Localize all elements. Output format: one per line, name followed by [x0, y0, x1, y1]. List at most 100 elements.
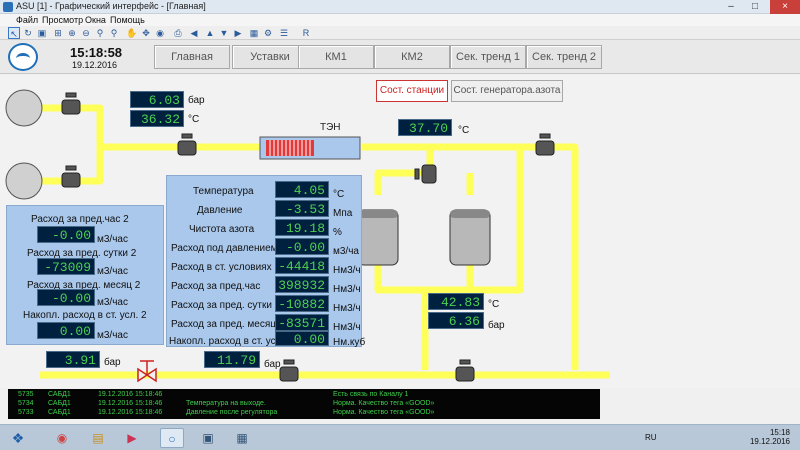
flow2-value-3: 0.00 — [37, 322, 95, 339]
start-icon[interactable]: ❖ — [11, 430, 25, 446]
nav-main-button[interactable]: Главная — [154, 45, 230, 69]
flow2-label-0: Расход за пред.час 2 — [31, 214, 129, 225]
zoom-in-icon[interactable]: ⊕ — [68, 28, 76, 38]
param-value-2: 19.18 — [275, 219, 329, 236]
flow2-value-2: -0.00 — [37, 289, 95, 306]
menu-file[interactable]: Файл — [16, 15, 39, 25]
param-value-1: -3.53 — [275, 200, 329, 217]
valve-6-icon — [279, 359, 299, 382]
close-icon[interactable]: × — [770, 0, 800, 14]
tray-clock[interactable]: 15:18 19.12.2016 — [750, 428, 790, 446]
param-value-3: -0.00 — [275, 238, 329, 255]
param-label-2: Чистота азота — [189, 224, 255, 235]
valve-5-icon — [414, 164, 437, 184]
pipe-to-tanks — [374, 147, 434, 195]
pointer-icon[interactable]: ↖ — [8, 27, 20, 39]
layout-icon[interactable]: ▦ — [249, 28, 259, 38]
hand-icon[interactable]: ✋ — [126, 28, 138, 38]
param-label-5: Расход за пред.час — [171, 281, 261, 292]
forward-icon[interactable]: ▶ — [234, 28, 242, 38]
network-app-icon[interactable]: ▦ — [236, 431, 248, 445]
tab-station-state[interactable]: Сост. станции — [376, 80, 448, 102]
menu-help[interactable]: Помощь — [110, 15, 145, 25]
nav-trend2-button[interactable]: Сек. тренд 2 — [526, 45, 602, 69]
zoom-reset-icon[interactable]: ⚲ — [110, 28, 118, 38]
chrome-icon[interactable]: ◉ — [56, 431, 68, 445]
list-icon[interactable]: ☰ — [279, 28, 289, 38]
tab-generator-state[interactable]: Сост. генератора.азота — [451, 80, 563, 102]
param-unit-8: Нм.куб — [333, 337, 366, 348]
param-label-1: Давление — [197, 205, 243, 216]
log-row[interactable]: 5733 САБД1 19.12.2016 15:18:46 Давление … — [18, 409, 435, 416]
valve-4-icon — [535, 133, 555, 156]
pan-icon[interactable]: ✥ — [142, 28, 150, 38]
compressor-1-icon — [5, 89, 43, 127]
inlet-temperature-value: 36.32 — [130, 110, 184, 127]
param-unit-6: Нм3/ч — [333, 303, 361, 314]
nav-setpoints-button[interactable]: Уставки — [232, 45, 308, 69]
valve-7-icon — [455, 359, 475, 382]
param-value-5: 398932 — [275, 276, 329, 293]
report-icon[interactable]: R — [302, 28, 310, 38]
maximize-icon[interactable]: □ — [751, 1, 759, 12]
camera-icon[interactable]: ◉ — [156, 28, 164, 38]
param-value-0: 4.05 — [275, 181, 329, 198]
zoom-out-icon[interactable]: ⊖ — [82, 28, 90, 38]
menu-view[interactable]: Просмотр — [42, 15, 84, 25]
flow2-unit-2: м3/час — [97, 297, 128, 308]
flow2-label-3: Накопл. расход в ст. усл. 2 — [23, 310, 147, 321]
refresh-icon[interactable]: ↻ — [24, 28, 32, 38]
log-row[interactable]: 5734 САБД1 19.12.2016 15:18:46 Температу… — [18, 400, 435, 407]
tray-time: 15:18 — [769, 428, 790, 437]
inlet-pressure-unit: бар — [188, 95, 205, 106]
heater-temperature-unit: °С — [458, 125, 470, 136]
tank-out-temperature-unit: °С — [488, 299, 500, 310]
company-logo — [8, 43, 38, 71]
tool-icon[interactable]: ▣ — [202, 431, 214, 445]
settings-icon[interactable]: ⚙ — [263, 28, 273, 38]
flow2-value-1: -73009 — [37, 258, 95, 275]
valve-2-icon — [61, 165, 81, 188]
tank-1-icon — [357, 209, 399, 266]
asu-app-icon[interactable]: ○ — [160, 428, 184, 448]
param-label-3: Расход под давлением — [171, 243, 278, 254]
nav-km1-button[interactable]: КМ1 — [298, 45, 374, 69]
zoom-icon[interactable]: ⚲ — [96, 28, 104, 38]
event-log: 5735 САБД1 19.12.2016 15:18:46 Есть связ… — [8, 389, 600, 419]
pipe-compressor-2 — [36, 147, 104, 185]
tank-2-icon — [449, 209, 491, 266]
param-unit-3: м3/ча — [333, 246, 359, 257]
media-icon[interactable]: ▶ — [127, 431, 137, 445]
flow2-value-0: -0.00 — [37, 226, 95, 243]
down-icon[interactable]: ▼ — [219, 28, 229, 38]
menu-windows[interactable]: Окна — [85, 15, 106, 25]
nav-km2-button[interactable]: КМ2 — [374, 45, 450, 69]
outlet-pressure-value: 11.79 — [204, 351, 260, 368]
nav-trend1-button[interactable]: Сек. тренд 1 — [450, 45, 526, 69]
heater-label: ТЭН — [320, 122, 341, 133]
param-label-6: Расход за пред. сутки — [171, 300, 272, 311]
param-unit-0: °С — [333, 189, 345, 200]
toolbar: ↖ ↻ ▣ ⊞ ⊕ ⊖ ⚲ ⚲ ✋ ✥ ◉ ⎙ ◀ ▲ ▼ ▶ ▦ ⚙ ☰ R — [0, 26, 800, 40]
log-row[interactable]: 5735 САБД1 19.12.2016 15:18:46 Есть связ… — [18, 391, 409, 398]
param-value-6: -10882 — [275, 295, 329, 312]
param-value-8: 0.00 — [275, 331, 329, 347]
folder-icon[interactable]: ▤ — [92, 431, 104, 445]
language-indicator[interactable]: RU — [645, 433, 657, 442]
minimize-icon[interactable]: – — [728, 1, 734, 12]
print-icon[interactable]: ⎙ — [174, 28, 182, 38]
param-label-7: Расход за пред. месяц — [171, 319, 276, 330]
window-title: ASU [1] - Графический интерфейс - [Главн… — [16, 1, 206, 11]
valve-1-icon — [61, 92, 81, 115]
pipe-diagram — [5, 89, 610, 383]
back-icon[interactable]: ◀ — [190, 28, 198, 38]
param-unit-7: Нм3/ч — [333, 322, 361, 333]
tray-date: 19.12.2016 — [749, 437, 790, 446]
zoom-area-icon[interactable]: ▣ — [37, 28, 47, 38]
inlet-temperature-unit: °С — [188, 114, 200, 125]
tank-out-temperature-value: 42.83 — [428, 293, 484, 310]
fit-icon[interactable]: ⊞ — [54, 28, 62, 38]
param-value-4: -44418 — [275, 257, 329, 274]
title-bar: ASU [1] - Графический интерфейс - [Главн… — [0, 0, 800, 14]
up-icon[interactable]: ▲ — [205, 28, 215, 38]
